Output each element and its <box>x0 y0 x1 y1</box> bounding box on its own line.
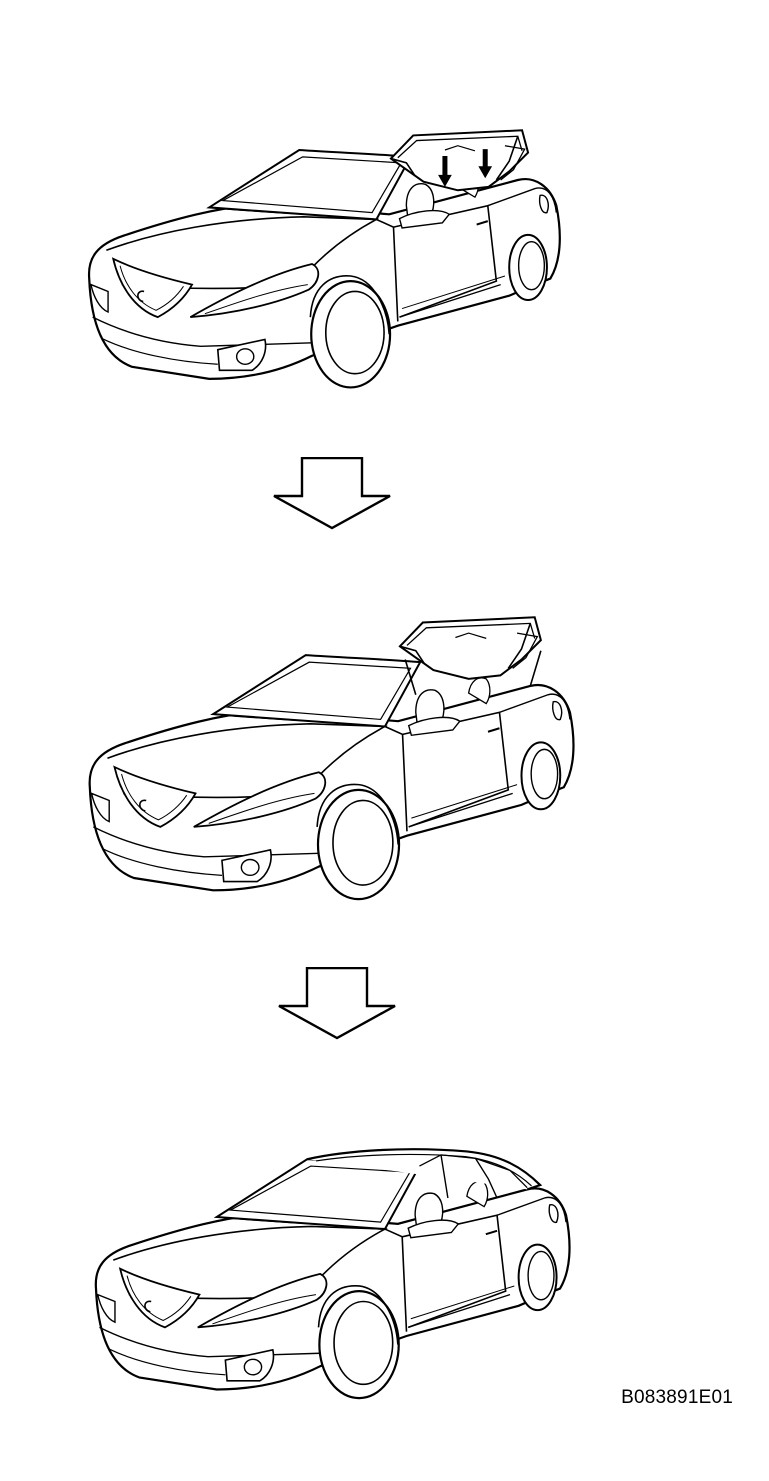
car-roof-closed-illustration <box>94 1148 571 1400</box>
step-3-panel <box>0 1060 769 1405</box>
down-arrow-outline-icon <box>277 967 397 1040</box>
step-2-panel <box>0 545 769 915</box>
stow-down-arrow-icon <box>478 149 493 179</box>
down-arrow-outline-icon <box>272 457 392 530</box>
car-roof-rising-illustration <box>88 616 575 901</box>
car-roof-stowing-illustration <box>88 129 561 389</box>
stow-down-arrow-icon <box>438 156 452 187</box>
step-1-panel <box>0 60 769 420</box>
figure-reference-code: B083891E01 <box>621 1387 733 1408</box>
